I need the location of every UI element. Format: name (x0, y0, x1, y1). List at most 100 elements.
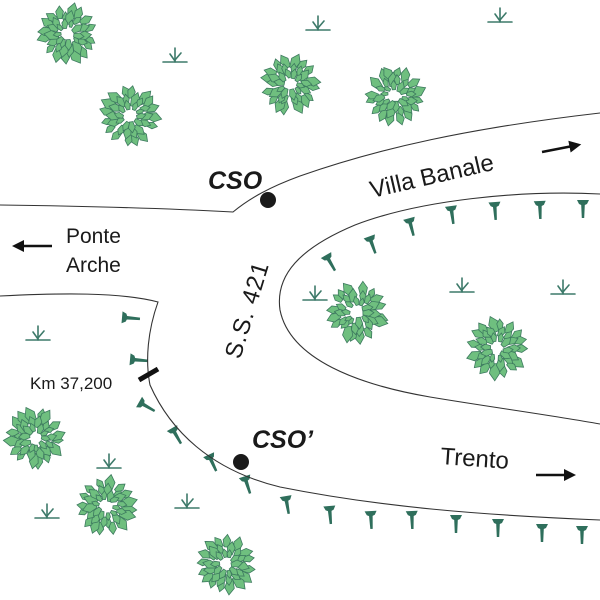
embankment-tack-icon (166, 425, 183, 445)
embankment-tack-icon (444, 205, 457, 225)
embankment-tack-icon (488, 201, 501, 221)
tree-leaf (369, 294, 384, 304)
tree-icon (260, 53, 322, 116)
tree-icon (76, 473, 138, 536)
embankment-tack-icon (536, 524, 548, 542)
tree-leaf (359, 297, 365, 307)
vegetation-layer (2, 2, 576, 596)
embankment-tack-icon (121, 311, 141, 324)
tree-leaf (73, 32, 85, 40)
tree-leaf (55, 35, 65, 45)
tree-leaf (361, 314, 369, 324)
tree-leaf (294, 73, 303, 83)
tree-leaf (226, 569, 233, 579)
tree-icon (36, 2, 97, 65)
tree-leaf (344, 301, 354, 309)
tree-leaf (108, 521, 117, 536)
tree-leaf (92, 506, 103, 517)
tree-leaf (64, 39, 73, 52)
tree-leaf (475, 336, 488, 345)
tree-leaf (91, 500, 100, 507)
arrow-right-icon (541, 140, 582, 154)
tree-leaf (489, 353, 496, 363)
embankment-tack-icon (129, 353, 149, 366)
road-edges (0, 112, 600, 521)
embankment-tack-icon (492, 519, 504, 537)
embankment-tack-icon (238, 474, 252, 494)
tree-leaf (355, 316, 364, 330)
tree-leaf (29, 422, 36, 433)
tree-leaf (123, 99, 131, 111)
embankment-tack-icon (320, 252, 337, 272)
tree-leaf (406, 78, 421, 89)
tree-leaf (278, 71, 287, 83)
tree-icon (466, 315, 529, 382)
tree-leaf (230, 559, 244, 568)
tree-leaf (5, 428, 19, 437)
tree-leaf (342, 325, 354, 344)
destination-trento-label: Trento (440, 443, 510, 475)
tree-leaf (406, 90, 417, 98)
tree-leaf (363, 293, 372, 305)
tree-leaf (362, 309, 375, 317)
tree-leaf (222, 533, 232, 548)
tree-leaf (484, 336, 495, 345)
arrow-left-icon (12, 240, 52, 252)
embankment-tack-icon (203, 452, 218, 472)
grass-icon (487, 7, 513, 23)
road-name-label: S.S. 421 (220, 258, 275, 362)
milestone-label: Km 37,200 (30, 374, 112, 393)
tree-icon (99, 85, 163, 147)
tree-leaf (480, 354, 492, 366)
tree-leaf (284, 68, 292, 79)
tree-leaf (61, 17, 69, 29)
tree-icon (326, 280, 389, 345)
embankment-tack-icon (450, 515, 462, 533)
tree-leaf (226, 549, 233, 559)
tree-leaf (52, 31, 62, 38)
tree-leaf (380, 91, 389, 97)
embankment-tack-icon (577, 200, 589, 218)
embankment-tack-icon (279, 495, 292, 515)
tree-leaf (56, 23, 64, 32)
tree-leaf (109, 509, 119, 516)
tree-leaf (289, 88, 297, 101)
grass-icon (449, 277, 475, 293)
tree-icon (2, 406, 66, 470)
tree-leaf (100, 516, 108, 529)
tree-leaf (383, 86, 392, 92)
tree-leaf (218, 568, 227, 580)
tree-leaf (101, 490, 108, 501)
grass-icon (162, 47, 188, 63)
grass-icon (174, 493, 200, 509)
tree-leaf (344, 315, 353, 322)
tree-leaf (113, 111, 125, 119)
embankment-tack-icon (136, 396, 156, 413)
tree-leaf (105, 512, 111, 522)
arrow-right-icon (536, 469, 576, 481)
tree-leaf (38, 440, 47, 450)
tree-leaf (381, 98, 391, 105)
tree-leaf (131, 101, 139, 112)
embankment-tack-icon (405, 510, 418, 530)
tree-leaf (502, 346, 514, 354)
tree-leaf (335, 303, 347, 312)
tree-leaf (17, 432, 31, 441)
embankment-tack-icon (364, 510, 377, 530)
tree-leaf (40, 430, 50, 437)
grass-icon (302, 285, 328, 301)
tree-icon (364, 66, 427, 127)
tree-leaf (386, 99, 396, 112)
cso-site-dot[interactable] (260, 192, 276, 208)
tree-leaf (290, 68, 298, 80)
tree-leaf (45, 440, 54, 449)
tree-leaf (221, 548, 228, 559)
tree-leaf (22, 425, 34, 436)
tree-leaf (95, 494, 104, 503)
tree-leaf (28, 443, 36, 454)
embankment-tack-icon (363, 234, 377, 254)
tree-leaf (353, 295, 360, 306)
tree-leaf (135, 112, 147, 119)
cso-prime-site-dot[interactable] (233, 454, 249, 470)
